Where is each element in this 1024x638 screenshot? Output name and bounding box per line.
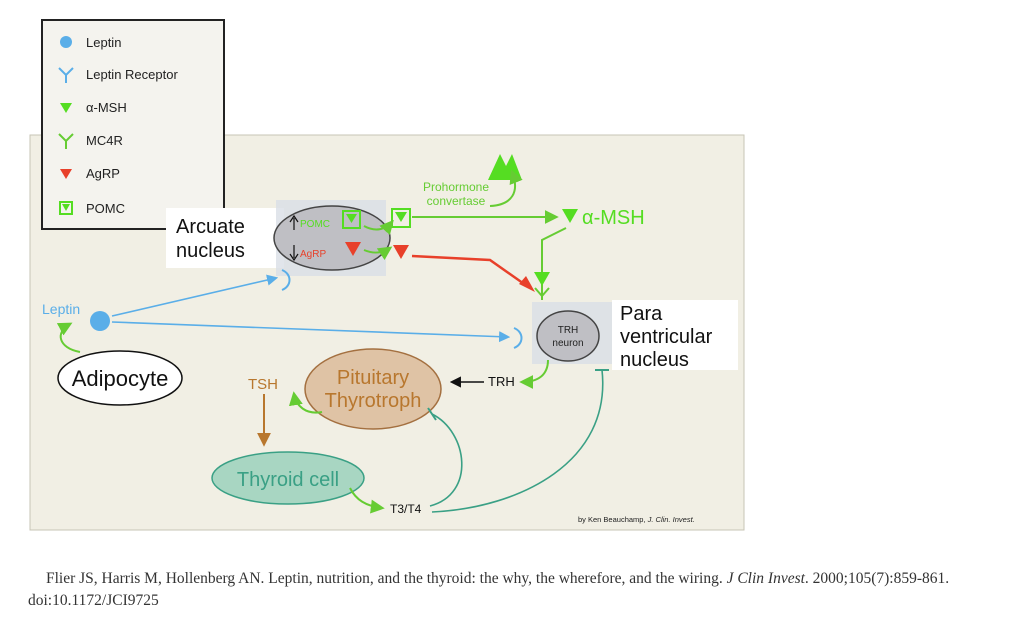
prohormone-label-line1: Prohormone <box>423 180 489 194</box>
leptin-dot-icon <box>60 36 72 48</box>
legend-label-agrp: AgRP <box>86 166 120 181</box>
agrp-release-arrow <box>363 246 393 261</box>
leptin-receptor-pvn-icon <box>513 327 523 349</box>
legend-label-pomc: POMC <box>86 201 125 216</box>
pvn-label-line3: nucleus <box>620 349 689 371</box>
agrp-triangle-icon <box>60 169 72 179</box>
leptin-label: Leptin <box>42 301 80 317</box>
t3t4-to-pvn-feedback <box>431 369 604 513</box>
arcuate-label-box <box>166 208 284 268</box>
trh-neuron-label-line2: neuron <box>552 338 583 349</box>
pituitary-label-line1: Pituitary <box>337 367 409 389</box>
pituitary-to-tsh-arrow <box>288 391 323 414</box>
agrp-to-pvn-arrow <box>411 254 528 288</box>
legend-label-alpha-msh: α-MSH <box>86 100 127 115</box>
legend-label-leptin: Leptin <box>86 35 121 50</box>
leptin-thyroid-diagram: Leptin Leptin Receptor α-MSH MC4R AgRP P… <box>29 19 745 531</box>
t3t4-to-pituitary-feedback <box>429 413 463 507</box>
pomc-label: POMC <box>300 219 330 230</box>
pvn-label-line2: ventricular <box>620 326 713 348</box>
illustration-credit: by Ken Beauchamp, J. Clin. Invest. <box>578 515 695 524</box>
agrp-triangle-outside-icon <box>393 245 409 259</box>
thyroid-cell-label: Thyroid cell <box>237 469 339 491</box>
prohormone-label-line2: convertase <box>427 194 486 208</box>
adipocyte-to-leptin-arrow <box>56 322 81 353</box>
citation-journal: J Clin Invest <box>726 570 805 587</box>
mc4r-pvn-icon <box>534 287 550 298</box>
pomc-icon <box>59 201 73 215</box>
trh-label: TRH <box>488 374 515 389</box>
citation: Flier JS, Harris M, Hollenberg AN. Lepti… <box>28 568 1018 612</box>
leptin-to-arcuate-arrow <box>111 274 279 317</box>
thyroid-to-t3t4-arrow <box>349 487 385 514</box>
agrp-label: AgRP <box>300 249 326 260</box>
agrp-triangle-arcuate-icon <box>345 242 361 256</box>
pituitary-thyrotroph-ellipse <box>304 348 442 430</box>
pvn-label-line1: Para <box>620 303 663 325</box>
pomc-release-arrow <box>363 219 394 236</box>
leptin-receptor-icon <box>58 67 74 83</box>
citation-text-after: . 2000;105(7):859-861. doi:10.1172/JCI97… <box>28 570 950 609</box>
trh-neuron-ellipse <box>536 310 600 362</box>
citation-text-before: Flier JS, Harris M, Hollenberg AN. Lepti… <box>46 570 727 587</box>
trh-release-arrow <box>519 359 549 389</box>
pituitary-label-line2: Thyrotroph <box>325 390 422 412</box>
alpha-msh-triangle-icon-main <box>562 209 578 223</box>
convertase-cleavage-arrow <box>489 169 523 207</box>
tsh-label: TSH <box>248 376 278 393</box>
alpha-msh-triangle-icon <box>60 103 72 113</box>
pomc-up-arrow-icon <box>289 214 299 230</box>
alpha-msh-triangle-pvn-icon <box>534 272 550 286</box>
agrp-down-arrow-icon <box>289 245 299 262</box>
pomc-box-icon <box>342 210 361 229</box>
thyroid-cell-ellipse <box>211 451 365 505</box>
arcuate-ellipse <box>273 205 391 271</box>
adipocyte-ellipse <box>57 350 183 406</box>
leptin-receptor-arcuate-icon <box>281 269 291 291</box>
t3t4-label: T3/T4 <box>390 502 422 516</box>
legend: Leptin Leptin Receptor α-MSH MC4R AgRP P… <box>41 19 225 230</box>
pvn-label-box <box>612 300 738 370</box>
mc4r-receptor-icon <box>58 133 74 149</box>
trh-neuron-label-line1: TRH <box>558 325 579 336</box>
pituitary-inhibition-bar-icon <box>427 407 437 421</box>
leptin-to-pvn-arrow <box>111 321 511 343</box>
arcuate-label-line2: nucleus <box>176 240 245 262</box>
legend-label-leptin-receptor: Leptin Receptor <box>86 67 178 82</box>
legend-label-mc4r: MC4R <box>86 133 123 148</box>
leptin-circle-icon <box>90 311 110 331</box>
agrp-arrowhead-icon <box>519 276 535 292</box>
alpha-msh-label: α-MSH <box>582 207 645 229</box>
adipocyte-label: Adipocyte <box>72 366 169 391</box>
pomc-box-outside-icon <box>391 208 411 228</box>
arcuate-label-line1: Arcuate <box>176 216 245 238</box>
